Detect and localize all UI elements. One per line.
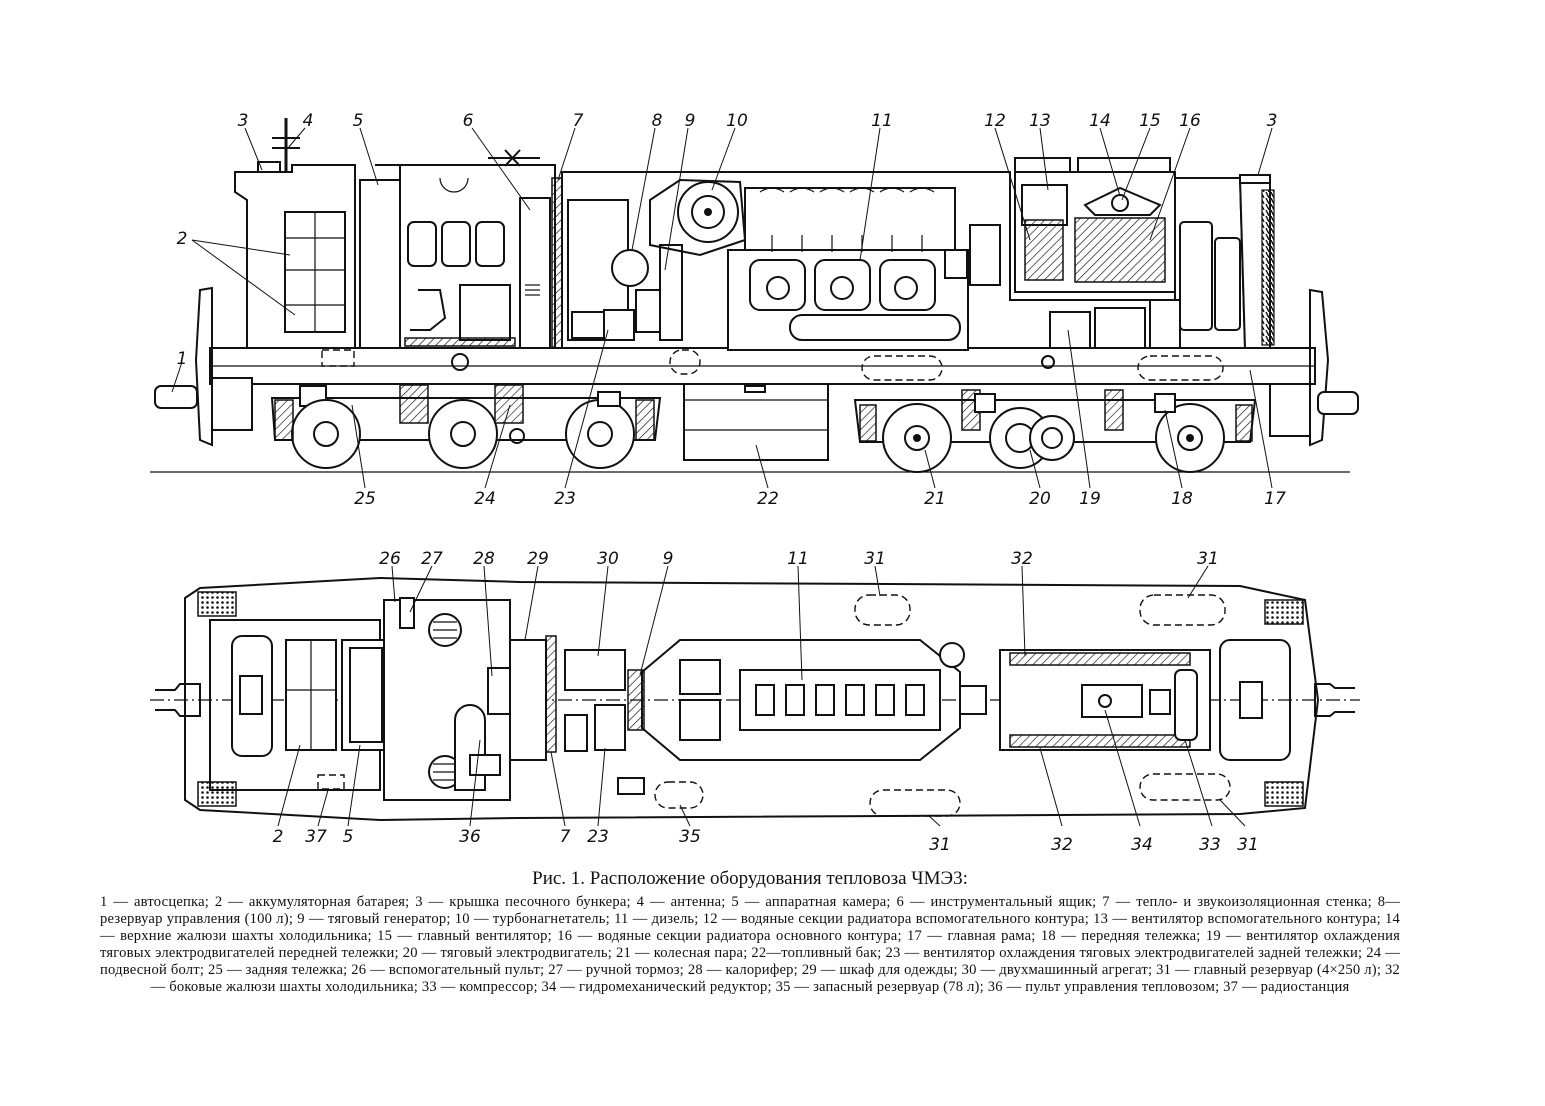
callout-11: 11 bbox=[871, 111, 893, 131]
callout-20: 20 bbox=[1029, 489, 1051, 509]
callout-31-a: 31 bbox=[864, 549, 886, 569]
callout-12: 12 bbox=[984, 111, 1006, 131]
callout-7-plan: 7 bbox=[560, 827, 571, 847]
callout-36: 36 bbox=[459, 827, 481, 847]
callout-19: 19 bbox=[1079, 489, 1101, 509]
callout-2-plan: 2 bbox=[273, 827, 284, 847]
coupler-left bbox=[154, 385, 198, 409]
caption-title: Рис. 1. Расположение оборудования теплов… bbox=[532, 868, 968, 889]
callout-32-b: 32 bbox=[1051, 835, 1073, 855]
callout-31-d: 31 bbox=[1237, 835, 1259, 855]
callout-37: 37 bbox=[305, 827, 327, 847]
callout-6: 6 bbox=[463, 111, 474, 131]
caption-legend: 1 — автосцепка; 2 — аккумуляторная батар… bbox=[100, 894, 1400, 995]
callout-18: 18 bbox=[1171, 489, 1193, 509]
callout-15: 15 bbox=[1139, 111, 1161, 131]
callout-9-plan: 9 bbox=[663, 549, 674, 569]
callout-17: 17 bbox=[1264, 489, 1286, 509]
callout-16: 16 bbox=[1179, 111, 1201, 131]
callout-3: 3 bbox=[238, 111, 249, 131]
callout-9: 9 bbox=[685, 111, 696, 131]
callout-33: 33 bbox=[1199, 835, 1221, 855]
callout-21: 21 bbox=[924, 489, 946, 509]
callout-31-c: 31 bbox=[929, 835, 951, 855]
callout-4: 4 bbox=[303, 111, 314, 131]
callout-30: 30 bbox=[597, 549, 619, 569]
callout-23: 23 bbox=[554, 489, 576, 509]
callout-24: 24 bbox=[474, 489, 496, 509]
plan-insulation-wall bbox=[545, 635, 557, 753]
callout-23-plan: 23 bbox=[587, 827, 609, 847]
fuel-tank bbox=[683, 383, 829, 461]
rear-bogie bbox=[270, 384, 662, 469]
callout-31-b: 31 bbox=[1197, 549, 1219, 569]
callout-5: 5 bbox=[353, 111, 364, 131]
callout-32-a: 32 bbox=[1011, 549, 1033, 569]
plan-view: 26 27 28 29 30 9 11 31 32 31 2 37 5 36 7… bbox=[150, 549, 1360, 855]
callout-35: 35 bbox=[679, 827, 701, 847]
callout-11-plan: 11 bbox=[787, 549, 809, 569]
control-reservoir bbox=[611, 249, 649, 287]
callout-10: 10 bbox=[726, 111, 748, 131]
callout-26: 26 bbox=[379, 549, 401, 569]
callout-2: 2 bbox=[177, 229, 188, 249]
callout-22: 22 bbox=[757, 489, 779, 509]
callout-27: 27 bbox=[421, 549, 443, 569]
callout-29: 29 bbox=[527, 549, 549, 569]
callout-5-plan: 5 bbox=[343, 827, 354, 847]
callout-8: 8 bbox=[652, 111, 663, 131]
insulation-wall bbox=[551, 177, 563, 349]
callout-14: 14 bbox=[1089, 111, 1111, 131]
apparatus-chamber bbox=[359, 179, 401, 349]
callout-3-right: 3 bbox=[1267, 111, 1278, 131]
callout-1: 1 bbox=[177, 349, 188, 369]
front-bogie bbox=[853, 389, 1257, 473]
figure-caption: Рис. 1. Расположение оборудования теплов… bbox=[100, 868, 1400, 996]
callout-34: 34 bbox=[1131, 835, 1153, 855]
side-view: 3 4 5 6 7 8 9 10 11 12 13 14 15 16 3 2 1… bbox=[150, 111, 1359, 509]
callout-25: 25 bbox=[354, 489, 376, 509]
coupler-right bbox=[1317, 391, 1359, 415]
callout-13: 13 bbox=[1029, 111, 1051, 131]
callout-28: 28 bbox=[473, 549, 495, 569]
callout-7: 7 bbox=[573, 111, 584, 131]
